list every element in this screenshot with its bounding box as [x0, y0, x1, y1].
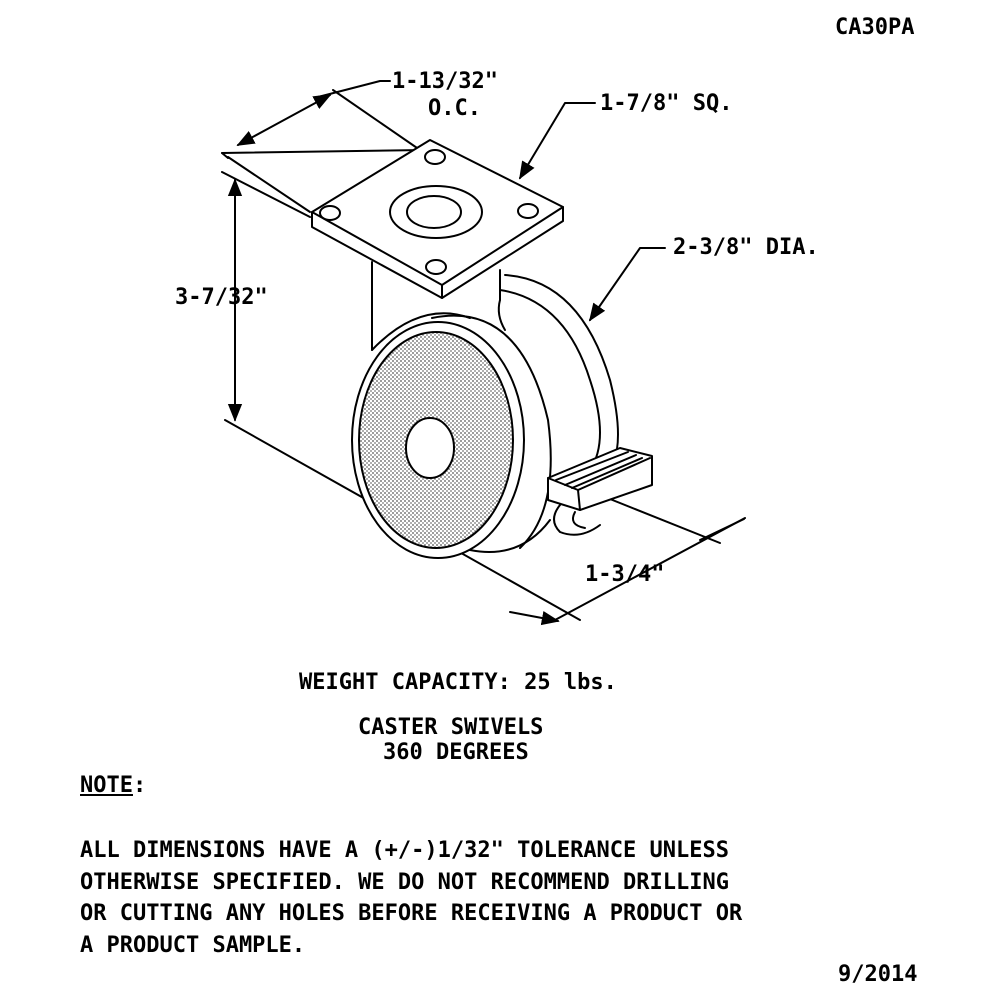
brake-lever — [547, 447, 653, 536]
wheel-width-label: 1-3/4" — [585, 562, 665, 587]
part-number: CA30PA — [835, 15, 915, 40]
drawing-date: 9/2014 — [838, 962, 918, 987]
note-colon: : — [132, 773, 147, 798]
bolt-spacing-label: 1-13/32" — [392, 69, 498, 94]
note-line-1: ALL DIMENSIONS HAVE A (+/-)1/32" TOLERAN… — [80, 838, 730, 863]
wheel — [351, 274, 619, 559]
swivel-line-1: CASTER SWIVELS — [358, 715, 544, 740]
wheel-diameter-label: 2-3/8" DIA. — [673, 235, 819, 260]
note-line-2: OTHERWISE SPECIFIED. WE DO NOT RECOMMEND… — [80, 870, 730, 895]
wheel-hub — [405, 417, 455, 479]
note-line-4: A PRODUCT SAMPLE. — [80, 933, 306, 958]
swivel-stem — [371, 261, 506, 351]
note-heading-text: NOTE — [80, 773, 133, 798]
note-line-3: OR CUTTING ANY HOLES BEFORE RECEIVING A … — [80, 901, 743, 926]
swivel-line-2: 360 DEGREES — [383, 740, 529, 765]
note-heading: NOTE: — [80, 773, 146, 799]
height-label: 3-7/32" — [175, 285, 268, 310]
plate-size-label: 1-7/8" SQ. — [600, 91, 733, 116]
wheel-diameter-leader — [588, 247, 666, 322]
mounting-plate — [311, 139, 564, 299]
width-dimension — [509, 494, 746, 626]
bolt-spacing-note: O.C. — [428, 96, 481, 121]
plate-size-leader — [519, 102, 596, 180]
weight-capacity: WEIGHT CAPACITY: 25 lbs. — [299, 670, 617, 695]
bolt-spacing-dimension — [221, 80, 426, 213]
